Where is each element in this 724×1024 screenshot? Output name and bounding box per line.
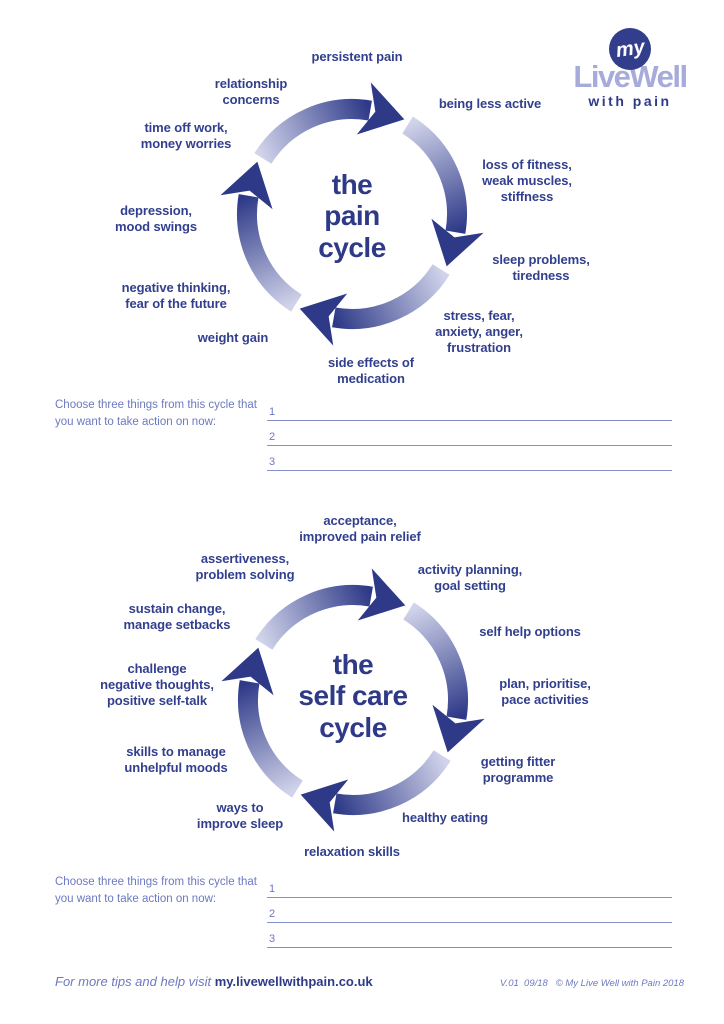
choose-prompt: Choose three things from this cycle that… bbox=[55, 399, 257, 428]
cycle-label: getting fitter programme bbox=[480, 754, 556, 785]
cycle-label: depression, mood swings bbox=[115, 203, 197, 234]
cycle-label: sustain change, manage setbacks bbox=[123, 601, 231, 632]
logo-tagline-text: with pain bbox=[588, 93, 672, 109]
cycle-label: negative thinking, fear of the future bbox=[121, 280, 231, 311]
cycle-label: skills to manage unhelpful moods bbox=[124, 744, 228, 775]
footer-url-link[interactable]: my.livewellwithpain.co.uk bbox=[214, 974, 373, 989]
answer-line[interactable]: 2 bbox=[267, 421, 672, 446]
answer-line[interactable]: 3 bbox=[267, 923, 672, 948]
cycle-label: time off work, money worries bbox=[140, 120, 232, 151]
cycle-label: persistent pain bbox=[311, 49, 403, 65]
logo-my-text: my bbox=[614, 35, 646, 62]
cycle-label: relaxation skills bbox=[304, 844, 400, 860]
answers-section-2: 1 2 3 bbox=[267, 873, 672, 948]
cycle-label: being less active bbox=[438, 96, 542, 112]
cycle-label: acceptance, improved pain relief bbox=[299, 513, 421, 544]
cycle-label: assertiveness, problem solving bbox=[195, 551, 295, 582]
cycle-label: self help options bbox=[479, 624, 581, 640]
cycle-label: plan, prioritise, pace activities bbox=[499, 676, 591, 707]
answers-section-1: 1 2 3 bbox=[267, 396, 672, 471]
logo-my-circle-icon: my bbox=[609, 28, 651, 70]
cycle-label: loss of fitness, weak muscles, stiffness bbox=[482, 157, 572, 204]
brand-logo: my LiveWell with pain bbox=[562, 28, 698, 109]
cycle-label: activity planning, goal setting bbox=[417, 562, 523, 593]
cycle-label: ways to improve sleep bbox=[196, 800, 284, 831]
answer-line[interactable]: 2 bbox=[267, 898, 672, 923]
answer-line[interactable]: 1 bbox=[267, 873, 672, 898]
answer-number: 1 bbox=[269, 406, 276, 418]
self-care-cycle-title: the self care cycle bbox=[298, 648, 408, 743]
answer-number: 1 bbox=[269, 883, 276, 895]
answer-number: 3 bbox=[269, 933, 276, 945]
cycle-label: weight gain bbox=[197, 330, 269, 346]
answer-line[interactable]: 1 bbox=[267, 396, 672, 421]
cycle-label: side effects of medication bbox=[328, 355, 414, 386]
choose-prompt: Choose three things from this cycle that… bbox=[55, 876, 257, 905]
cycle-label: challenge negative thoughts, positive se… bbox=[100, 661, 214, 708]
answer-line[interactable]: 3 bbox=[267, 446, 672, 471]
footer-tip-text: For more tips and help visit bbox=[55, 974, 215, 989]
cycle-label: sleep problems, tiredness bbox=[492, 252, 590, 283]
answer-number: 2 bbox=[269, 908, 276, 920]
answer-number: 3 bbox=[269, 456, 276, 468]
cycle-label: stress, fear, anxiety, anger, frustratio… bbox=[435, 308, 523, 355]
cycle-label: relationship concerns bbox=[214, 76, 288, 107]
cycle-label: healthy eating bbox=[401, 810, 489, 826]
footer: For more tips and help visit my.livewell… bbox=[55, 974, 373, 989]
footer-version-text: V.01 09/18 © My Live Well with Pain 2018 bbox=[499, 978, 684, 989]
pain-cycle-title: the pain cycle bbox=[318, 168, 386, 263]
answer-number: 2 bbox=[269, 431, 276, 443]
